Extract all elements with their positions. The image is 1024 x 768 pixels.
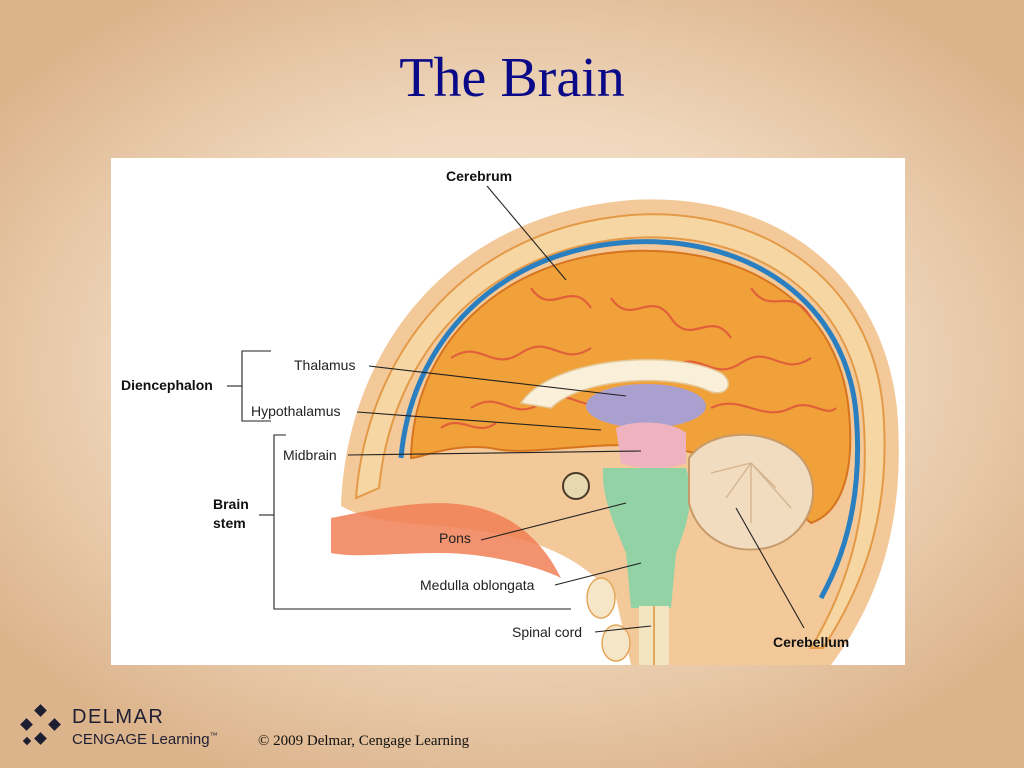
label-midbrain: Midbrain xyxy=(283,447,337,463)
pons-leader xyxy=(480,502,627,541)
medulla-leader xyxy=(554,562,642,586)
spinal-cord-leader xyxy=(594,625,652,633)
copyright-notice: © 2009 Delmar, Cengage Learning xyxy=(258,733,470,749)
label-thalamus: Thalamus xyxy=(294,357,355,373)
skull xyxy=(354,213,886,649)
thalamus-region xyxy=(586,384,706,428)
label-hypothalamus: Hypothalamus xyxy=(251,403,341,419)
cerebrum-gyri xyxy=(440,287,837,430)
midbrain-region xyxy=(616,422,686,469)
meninges xyxy=(398,239,861,600)
logo-trademark: ™ xyxy=(209,731,218,740)
nasal-region xyxy=(331,503,561,578)
label-medulla-oblongata: Medulla oblongata xyxy=(420,577,535,593)
label-diencephalon: Diencephalon xyxy=(121,377,213,393)
logo-wordmark-bottom-text: CENGAGE Learning xyxy=(72,731,210,748)
brain-illustration: Cerebrum Diencephalon Thalamus Hypothala… xyxy=(121,168,899,665)
slide-title: The Brain xyxy=(399,47,625,109)
cerebrum-leader xyxy=(486,185,567,281)
label-cerebrum: Cerebrum xyxy=(446,168,512,184)
corpus-callosum xyxy=(519,358,730,409)
cerebellum-folia xyxy=(710,462,792,523)
thalamus-leader xyxy=(368,365,627,397)
delmar-logo: DELMAR CENGAGE Learning™ xyxy=(18,702,248,752)
hypothalamus-leader xyxy=(356,411,602,431)
vertebra xyxy=(601,624,631,662)
label-spinal-cord: Spinal cord xyxy=(512,624,582,640)
label-brain-stem-line1: Brain xyxy=(213,496,249,512)
pituitary-gland xyxy=(562,472,590,500)
vertebra xyxy=(586,577,616,619)
cerebellum-leader xyxy=(735,507,805,629)
logo-wordmark-top: DELMAR xyxy=(72,706,165,728)
brain-diagram: Cerebrum Diencephalon Thalamus Hypothala… xyxy=(111,158,905,665)
logo-wordmark-bottom: CENGAGE Learning™ xyxy=(72,731,218,748)
label-brain-stem-line2: stem xyxy=(213,515,246,531)
midbrain-leader xyxy=(347,450,642,456)
brainstem-bracket xyxy=(273,434,571,610)
label-cerebellum: Cerebellum xyxy=(773,634,849,650)
delmar-logo-mark-icon xyxy=(20,704,61,746)
label-pons: Pons xyxy=(439,530,471,546)
